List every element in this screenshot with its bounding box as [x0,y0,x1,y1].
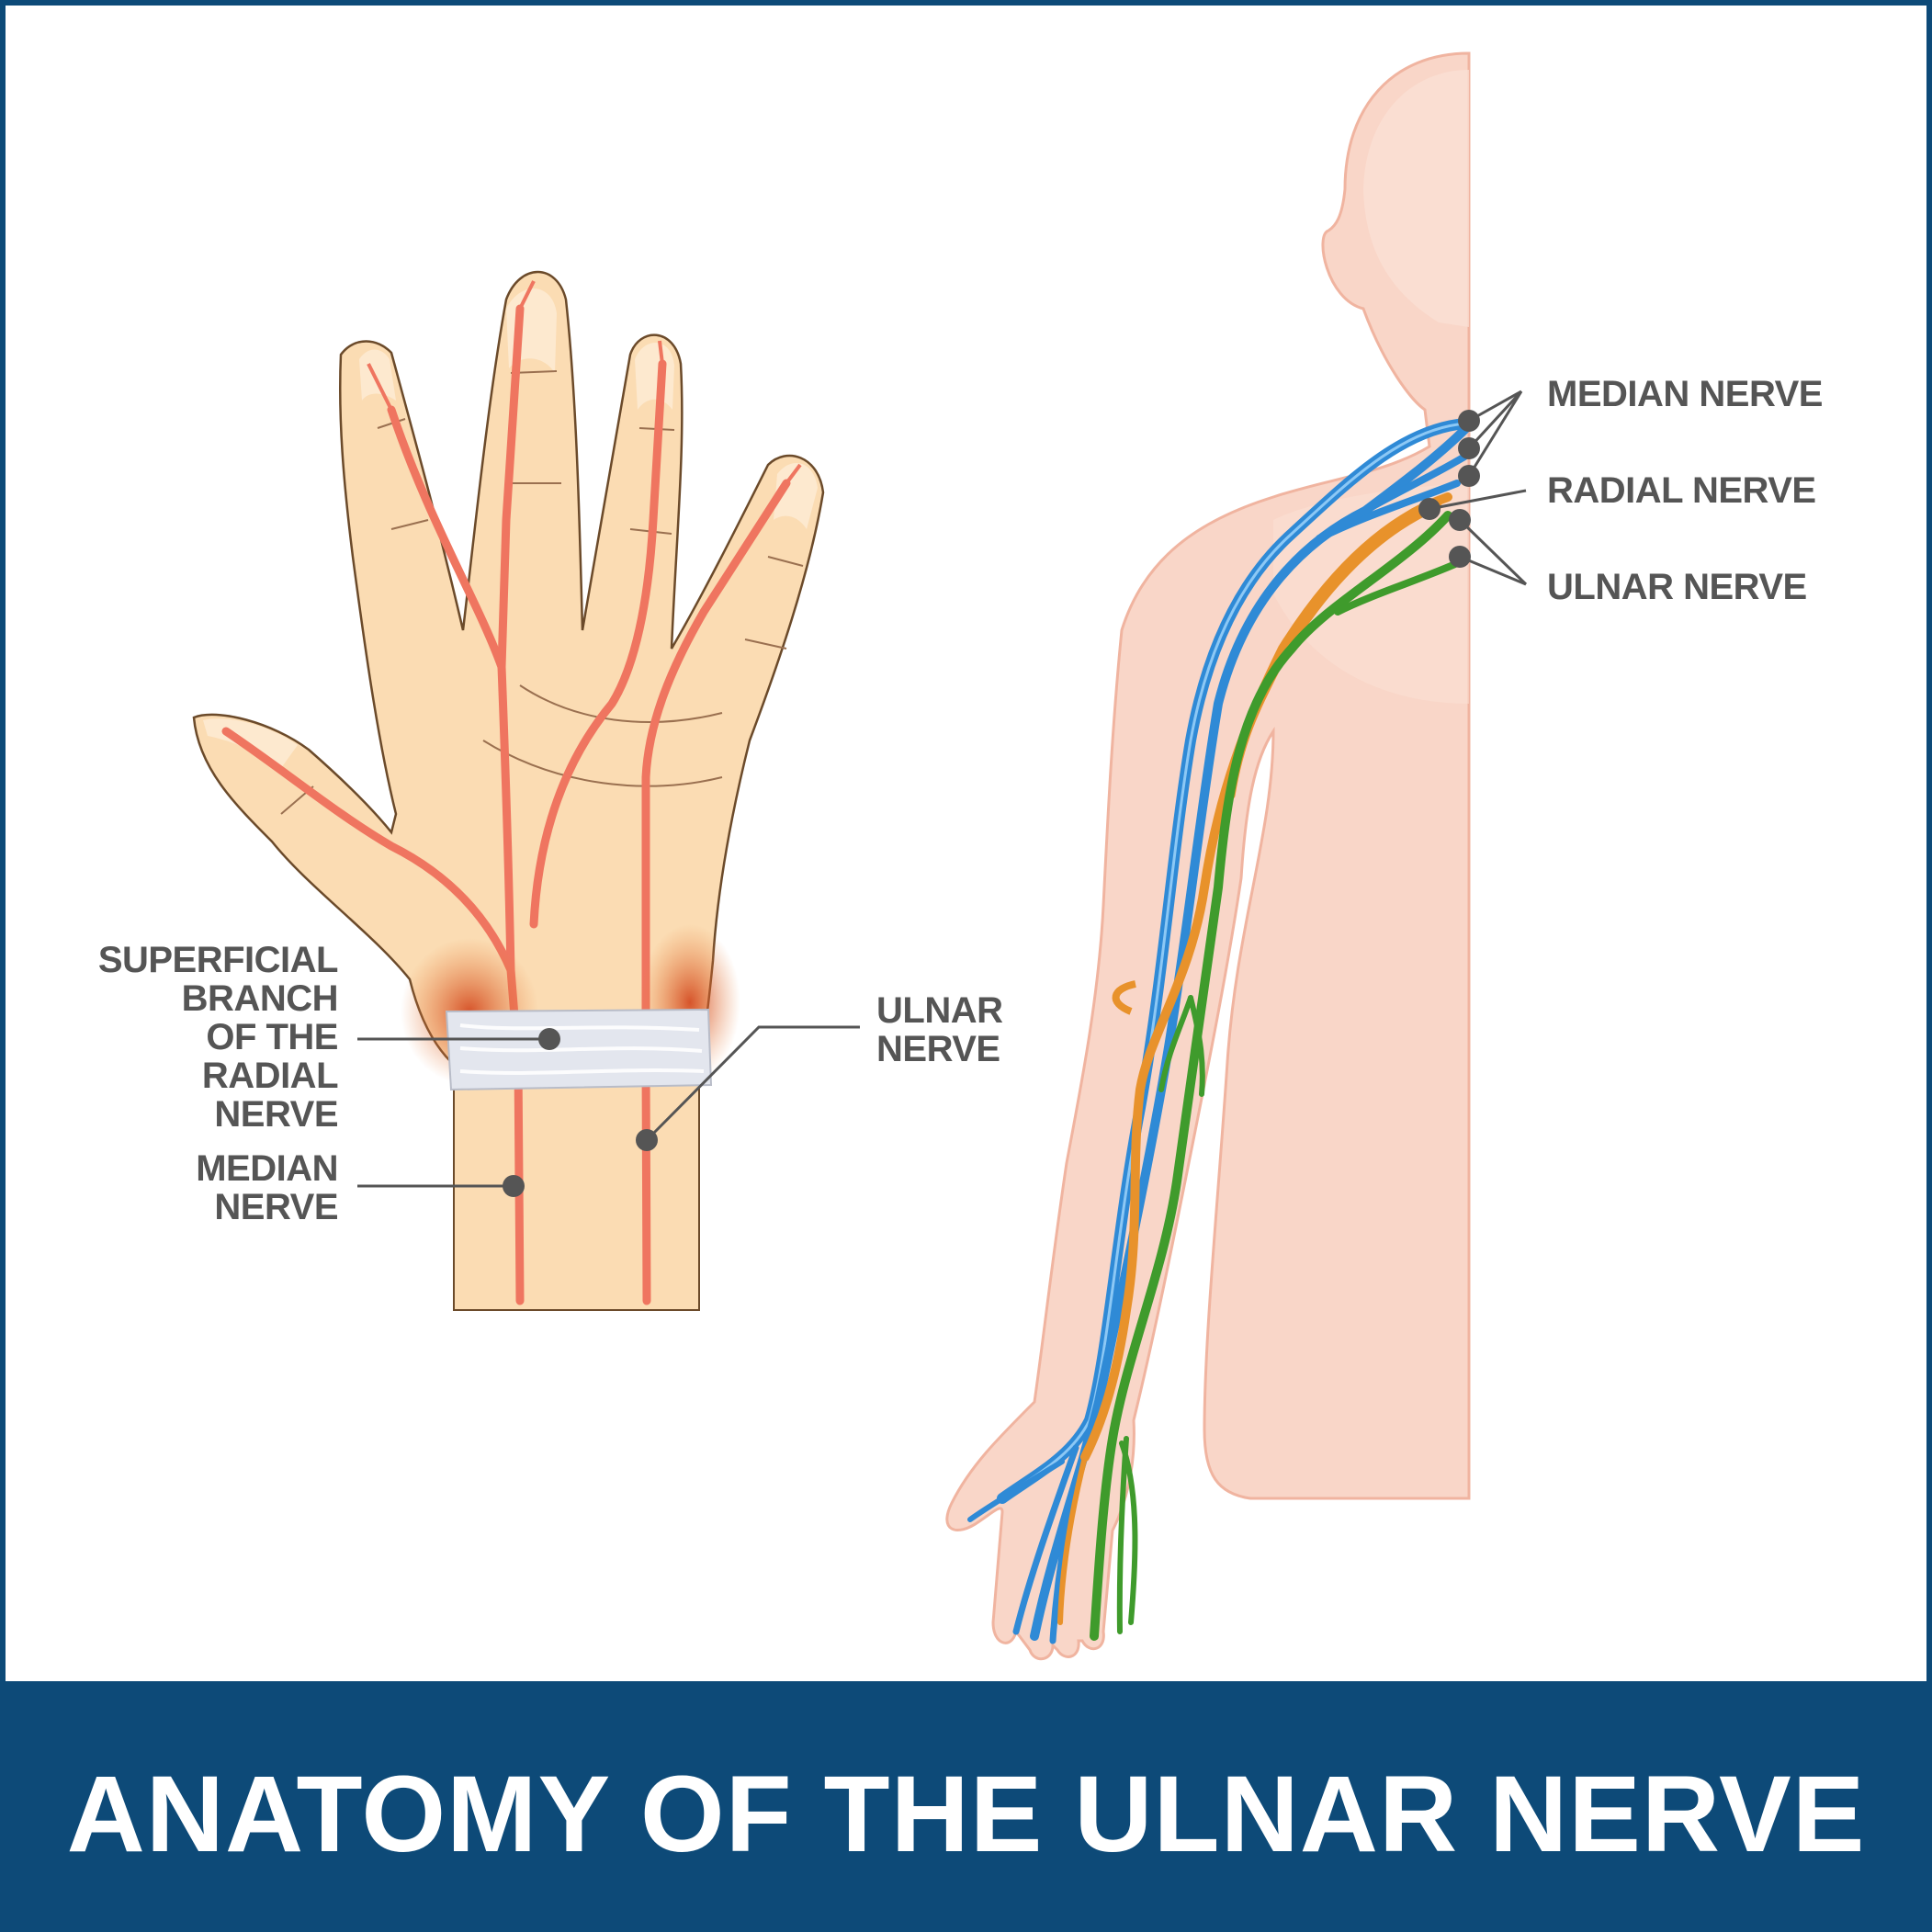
label-line: MEDIAN [196,1148,338,1189]
body-illustration [945,51,1528,1660]
median-nerve-path [967,418,1472,1644]
palm [192,270,825,1064]
arm-median-pointer-3 [1458,465,1480,487]
label-median-nerve-hand: MEDIAN NERVE [61,1149,338,1226]
ulnar-nerve-pointer [636,1129,658,1151]
median-nerve-pointer [503,1175,525,1197]
ulnar-nerve-path [1090,511,1465,1641]
superficial-branch-pointer [538,1028,560,1050]
arm-leader-lines [1429,390,1528,586]
label-line: ULNAR [876,990,1003,1031]
label-radial-nerve-arm: RADIAL NERVE [1547,470,1816,511]
label-line: BRANCH [181,978,339,1019]
arm-median-pointer-2 [1458,437,1480,459]
label-ulnar-nerve-arm: ULNAR NERVE [1547,567,1807,607]
label-median-nerve-arm: MEDIAN NERVE [1547,374,1823,414]
label-line: SUPERFICIAL [97,940,339,980]
arm-median-pointer-1 [1458,410,1480,432]
arm-ulnar-pointer-1 [1449,509,1471,531]
illustration-frame: SUPERFICIAL BRANCH OF THE RADIAL NERVE M… [0,0,1932,1681]
label-ulnar-nerve-hand: ULNAR NERVE [876,990,1003,1069]
label-line: NERVE [876,1029,1000,1069]
title-banner: ANATOMY OF THE ULNAR NERVE [0,1681,1932,1932]
label-line: NERVE [214,1187,338,1227]
arm-radial-pointer [1418,498,1441,520]
hand-illustration [192,270,860,1311]
anatomy-illustration [192,51,1528,1660]
hand-arteries-thin [367,280,802,485]
label-superficial-branch: SUPERFICIAL BRANCH OF THE RADIAL NERVE [61,940,339,1135]
label-line: NERVE [214,1094,338,1135]
label-line: RADIAL [201,1056,339,1096]
arm-ulnar-pointer-2 [1449,546,1471,568]
label-line: OF THE [206,1017,338,1057]
hand-leader-lines [357,1025,860,1188]
page-title: ANATOMY OF THE ULNAR NERVE [66,1754,1866,1875]
